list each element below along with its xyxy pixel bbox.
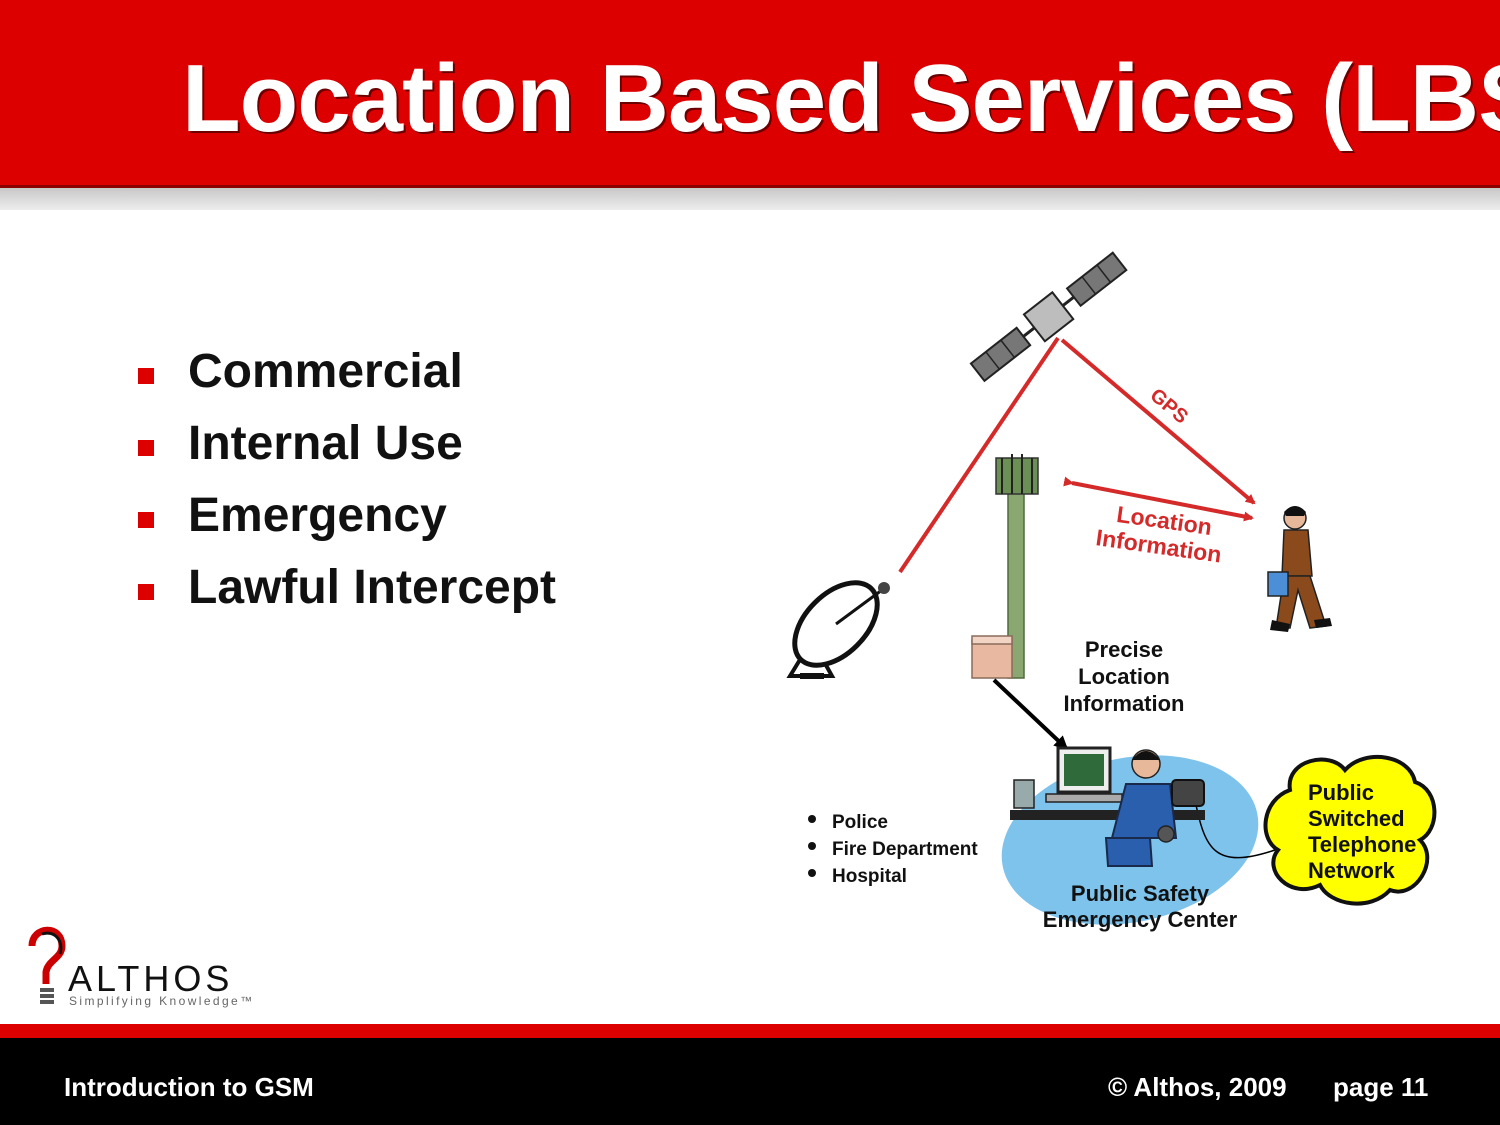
logo-tagline: Simplifying Knowledge™ [69, 994, 255, 1008]
althos-logo: ALTHOS Simplifying Knowledge™ [24, 924, 274, 1014]
pstn-label-line1: Public [1308, 780, 1374, 805]
cell-tower-icon [971, 454, 1039, 679]
service-item: Hospital [832, 866, 907, 887]
bullet-square-icon [138, 512, 154, 528]
precise-label-line3: Information [1064, 691, 1185, 716]
title-bar: Location Based Services (LBS) [0, 0, 1500, 188]
footer-stripe [0, 1024, 1500, 1038]
bullet-item: Commercial [138, 335, 556, 407]
pstn-label-line3: Telephone [1308, 832, 1416, 857]
lightbulb-icon [28, 926, 66, 1004]
bullet-item: Emergency [138, 479, 556, 551]
service-bullet-icon [808, 869, 816, 877]
service-bullet-icon [808, 842, 816, 850]
bullet-text: Lawful Intercept [188, 560, 557, 614]
cloud-icon [1263, 755, 1437, 906]
gps-line-to-dish [898, 336, 1060, 574]
bullet-square-icon [138, 368, 154, 384]
bullet-text: Emergency [188, 488, 447, 542]
lbs-diagram: GPS Location Information Precise Locatio… [786, 251, 1437, 932]
precise-label-line1: Precise [1085, 637, 1163, 662]
footer-copyright: © Althos, 2009 [1108, 1072, 1287, 1102]
slide-title: Location Based Services (LBS) [182, 45, 1500, 152]
service-bullet-icon [808, 815, 816, 823]
walking-person-icon [1267, 506, 1332, 632]
bullet-item: Lawful Intercept [138, 551, 556, 623]
bullet-list: Commercial Internal Use Emergency Lawful… [138, 335, 556, 623]
bullet-square-icon [138, 440, 154, 456]
footer-course-title: Introduction to GSM [64, 1072, 314, 1102]
footer-bar: Introduction to GSM © Althos, 2009 page … [0, 1038, 1500, 1125]
bullet-text: Commercial [188, 344, 463, 398]
gps-label: GPS [1146, 384, 1193, 428]
gps-label-text: GPS [1146, 384, 1193, 428]
bullet-square-icon [138, 584, 154, 600]
satellite-icon [969, 251, 1128, 383]
satellite-dish-icon [786, 580, 890, 679]
bullet-item: Internal Use [138, 407, 556, 479]
pstn-label-line2: Switched [1308, 806, 1405, 831]
bullet-text: Internal Use [188, 416, 463, 470]
title-bar-shadow [0, 188, 1500, 210]
gps-arrow [1060, 338, 1256, 505]
center-label-line2: Emergency Center [1043, 907, 1238, 932]
service-item: Fire Department [832, 839, 978, 860]
pstn-label-line4: Network [1308, 858, 1396, 883]
center-label-line1: Public Safety [1071, 881, 1210, 906]
precise-label-line2: Location [1078, 664, 1170, 689]
logo-name: ALTHOS [68, 958, 234, 999]
precise-location-arrow [992, 678, 1069, 751]
dispatcher-icon [1010, 746, 1205, 867]
location-info-arrow [1063, 476, 1254, 522]
footer-page-number: page 11 [1333, 1072, 1429, 1102]
service-item: Police [832, 812, 888, 833]
